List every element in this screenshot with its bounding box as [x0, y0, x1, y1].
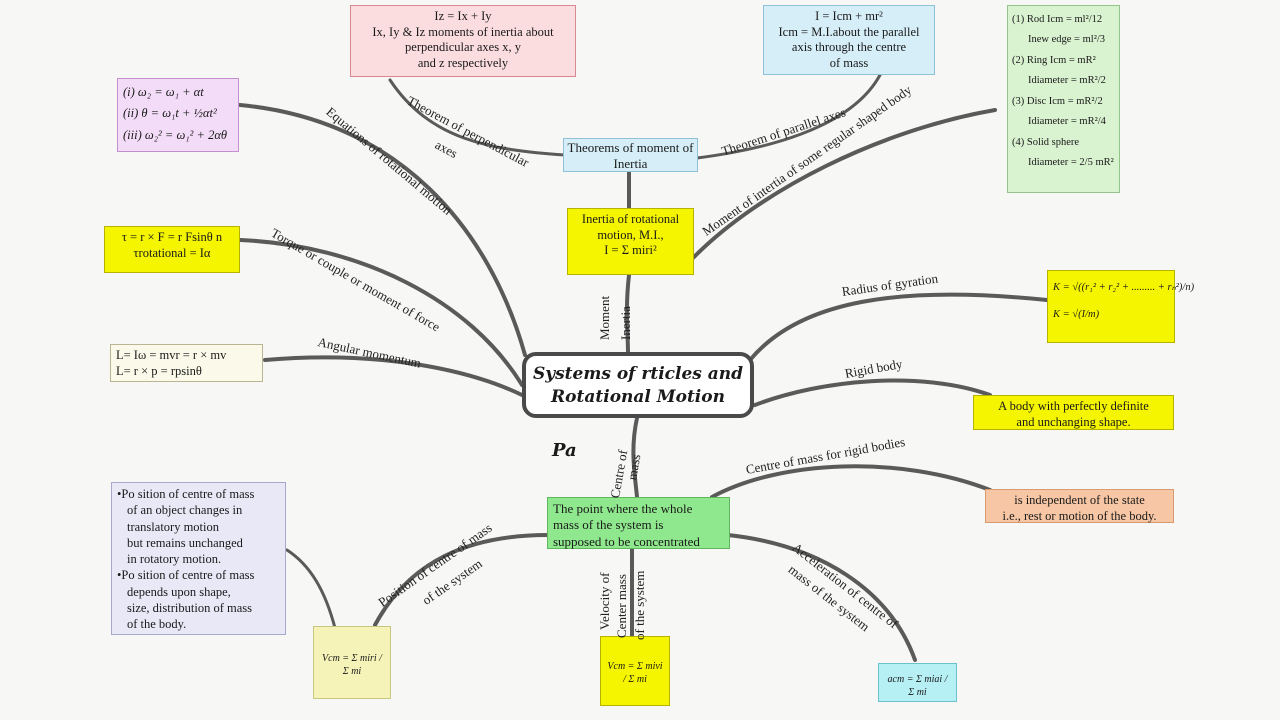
- com-rigid-line-2: i.e., rest or motion of the body.: [1002, 508, 1157, 523]
- inertia-line-3: I = Σ miri²: [604, 243, 657, 258]
- line-com-rigid: [710, 464, 992, 499]
- acm-box: acm = Σ miai / Σ mi: [878, 663, 957, 702]
- par-line-2: Icm = M.I.about the parallel: [778, 24, 920, 39]
- line-position: [373, 533, 550, 627]
- theorems-box: Theorems of moment of Inertia: [563, 138, 698, 172]
- line-regular: [691, 108, 997, 260]
- central-topic: Systems of rticles and Rotational Motion: [522, 352, 754, 418]
- eq-line-3: (iii) ω₂² = ω₁² + 2αθ: [123, 127, 228, 142]
- reg-line-4: Idiameter = mR²/2: [1028, 75, 1106, 87]
- reg-line-1: (1) Rod Icm = ml²/12: [1012, 14, 1103, 25]
- par-line-1: I = Icm + mr²: [815, 9, 883, 23]
- line-inertia-center: [624, 273, 631, 354]
- line-angular: [263, 355, 524, 397]
- pos-line-1: •Po sition of centre of mass: [117, 487, 255, 501]
- centre-of-mass-box: The point where the whole mass of the sy…: [547, 497, 730, 549]
- torque-line-1: τ = r × F = r Fsinθ n: [121, 230, 223, 244]
- pos-line-4: but remains unchanged: [127, 535, 243, 550]
- line-parallel: [695, 73, 882, 160]
- angular-line-1: L= Iω = mvr = r × mv: [116, 348, 227, 362]
- line-radius: [748, 292, 1049, 362]
- line-torque: [238, 238, 524, 387]
- pos-line-7: depends upon shape,: [127, 584, 231, 599]
- reg-line-3: (2) Ring Icm = mR²: [1012, 54, 1096, 66]
- pos-line-8: size, distribution of mass: [127, 600, 252, 615]
- vcm-position-box: Vcm = Σ miri / Σ mi: [313, 626, 391, 699]
- angular-momentum-box: L= Iω = mvr = r × mv L= r × p = rpsinθ: [110, 344, 263, 382]
- label-velocity-2: Center mass: [614, 574, 629, 638]
- vcm-position-formula: Vcm = Σ miri / Σ mi: [322, 653, 382, 677]
- perpendicular-axes-box: Iz = Ix + Iy Ix, Iy & Iz moments of iner…: [350, 5, 576, 77]
- central-title-line1: Systems of rticles and: [532, 364, 744, 384]
- par-line-3: axis through the centre: [791, 40, 907, 55]
- par-line-4: of mass: [829, 55, 869, 70]
- label-inertia: Inertia: [618, 306, 633, 340]
- perp-line-1: Iz = Ix + Iy: [434, 9, 492, 23]
- reg-line-5: (3) Disc Icm = mR²/2: [1012, 95, 1103, 107]
- label-velocity-3: of the system: [632, 570, 647, 640]
- label-velocity: Velocity of: [597, 572, 612, 630]
- line-accel: [726, 533, 917, 662]
- pos-line-3: translatory motion: [127, 519, 219, 534]
- label-moment: Moment: [597, 295, 612, 340]
- rigid-line-1: A body with perfectly definite: [998, 399, 1149, 413]
- rigid-line-2: and unchanging shape.: [1016, 414, 1131, 429]
- reg-line-6: Idiameter = mR²/4: [1028, 116, 1106, 128]
- pos-line-5: in rotatory motion.: [127, 552, 222, 566]
- radius-line-2: K = √(I/m): [1053, 309, 1100, 321]
- eq-line-1: (i) ω₂ = ω₁ + αt: [123, 85, 204, 99]
- parallel-axes-box: I = Icm + mr² Icm = M.I.about the parall…: [763, 5, 935, 75]
- com-rigid-line-1: is independent of the state: [1014, 493, 1145, 507]
- perp-line-2: Ix, Iy & Iz moments of inertia about: [372, 24, 554, 39]
- radius-gyration-box: K = √((r₁² + r₂² + ......... + rₙ²)/n) K…: [1047, 270, 1195, 343]
- rigid-body-box: A body with perfectly definite and uncha…: [973, 395, 1174, 430]
- com-line-2: mass of the system is: [553, 517, 664, 533]
- equations-box: (i) ω₂ = ω₁ + αt (ii) θ = ω₁t + ½αt² (ii…: [117, 78, 239, 152]
- pos-line-6: •Po sition of centre of mass: [117, 568, 255, 583]
- line-perpendicular: [388, 78, 567, 157]
- perp-line-4: and z respectively: [417, 55, 509, 70]
- inertia-box: Inertia of rotational motion, M.I., I = …: [567, 208, 694, 275]
- reg-line-2: Inew edge = ml²/3: [1028, 34, 1106, 46]
- line-center-com: [631, 416, 639, 499]
- reg-line-8: Idiameter = 2/5 mR²: [1028, 157, 1114, 169]
- regular-bodies-box: (1) Rod Icm = ml²/12 Inew edge = ml²/3 (…: [1007, 5, 1120, 193]
- inertia-line-2: motion, M.I.,: [597, 227, 664, 242]
- central-fragment: Pa: [552, 440, 577, 461]
- acm-formula: acm = Σ miai / Σ mi: [887, 674, 948, 698]
- torque-line-2: τrotational = Iα: [133, 245, 211, 260]
- pos-line-9: of the body.: [127, 617, 187, 631]
- pos-line-2: of an object changes in: [127, 503, 243, 518]
- vcm-velocity-box: Vcm = Σ mivi / Σ mi: [600, 636, 670, 706]
- torque-box: τ = r × F = r Fsinθ n τrotational = Iα: [104, 226, 240, 273]
- eq-line-2: (ii) θ = ω₁t + ½αt²: [123, 106, 217, 121]
- com-line-3: supposed to be concentrated: [553, 533, 700, 549]
- position-com-box: •Po sition of centre of mass of an objec…: [111, 482, 286, 635]
- reg-line-7: (4) Solid sphere: [1012, 136, 1080, 148]
- line-position-box: [285, 548, 337, 630]
- line-equations: [238, 103, 527, 357]
- com-line-1: The point where the whole: [553, 501, 693, 516]
- vcm-velocity-formula: Vcm = Σ mivi / Σ mi: [607, 661, 663, 685]
- central-title-line2: Rotational Motion: [551, 386, 725, 407]
- com-rigid-box: is independent of the state i.e., rest o…: [985, 489, 1174, 523]
- inertia-line-1: Inertia of rotational: [581, 212, 680, 226]
- perp-line-3: perpendicular axes x, y: [405, 40, 521, 55]
- line-rigid: [753, 378, 992, 407]
- angular-line-2: L= r × p = rpsinθ: [116, 363, 202, 378]
- radius-line-1: K = √((r₁² + r₂² + ......... + rₙ²)/n): [1053, 282, 1195, 293]
- theorems-text: Theorems of moment of Inertia: [567, 140, 694, 171]
